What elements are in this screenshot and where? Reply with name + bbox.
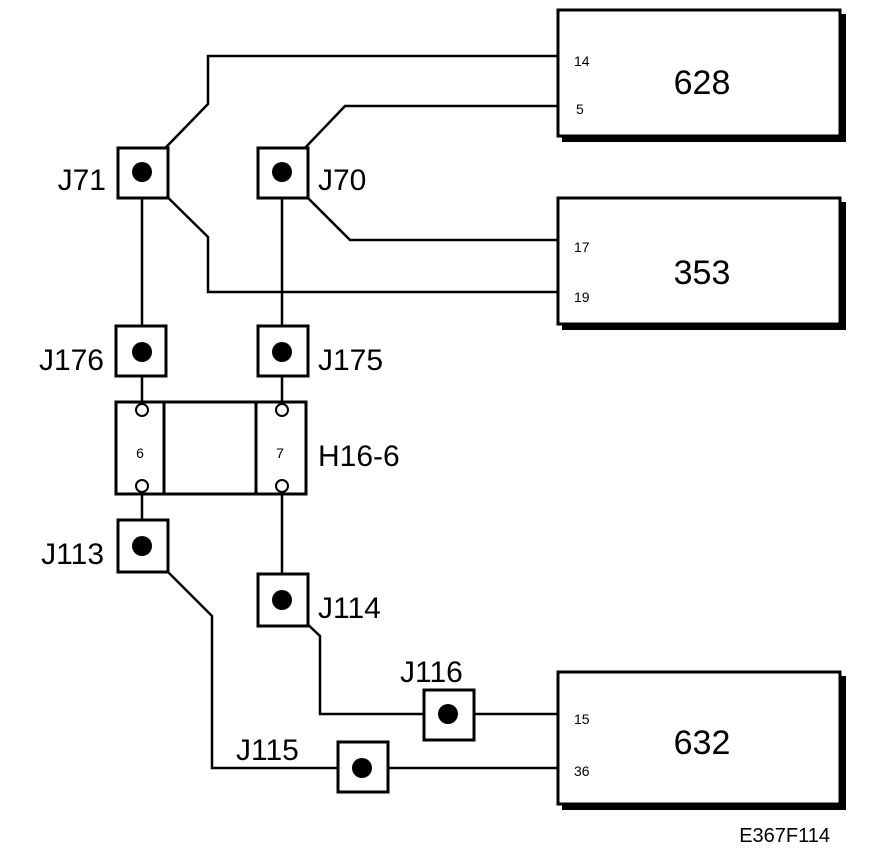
connector-j113-dot [132, 536, 152, 556]
harness-pin-6-label: 6 [136, 445, 144, 461]
connector-j115-dot [352, 758, 372, 778]
wire-j70-628-pin5 [281, 104, 562, 173]
connector-j114: J114 [256, 572, 381, 628]
connector-j176-dot [132, 342, 152, 362]
module-632-box [556, 670, 842, 806]
harness-pin-6-bottom [135, 479, 149, 493]
connector-j176: J176 [39, 324, 168, 378]
connector-j175-dot [272, 342, 292, 362]
connector-j113-label: J113 [41, 538, 104, 571]
harness-pin-6-top [135, 403, 149, 417]
module-353-box [556, 196, 842, 326]
connector-j175-label: J175 [318, 344, 383, 377]
wires [140, 54, 562, 770]
connector-j70: J70 [256, 146, 366, 200]
connector-j70-dot [272, 162, 292, 182]
connector-j70-label: J70 [318, 164, 366, 197]
module-628: 628 14 5 [556, 8, 846, 142]
harness-h16-6: 6 7 H16-6 [114, 400, 400, 496]
wire-j113-j115 [141, 545, 362, 770]
connector-j71-label: J71 [58, 164, 106, 197]
connector-j115-box [336, 740, 390, 794]
harness-pin-7-top [275, 403, 289, 417]
connector-j113: J113 [41, 518, 170, 574]
module-632-pin-15: 15 [574, 711, 590, 727]
figure-id: E367F114 [739, 825, 830, 847]
wire-j71-353-pin19 [141, 171, 562, 294]
connector-j176-label: J176 [39, 344, 104, 377]
connector-j175: J175 [256, 324, 383, 378]
module-628-pin-5: 5 [576, 101, 584, 117]
connector-j114-label: J114 [318, 592, 381, 625]
module-353-pin-19: 19 [574, 289, 590, 305]
module-353-pin-17: 17 [574, 239, 590, 255]
harness-h16-6-box [114, 400, 308, 496]
module-628-pin-14: 14 [574, 53, 590, 69]
connector-j114-dot [272, 590, 292, 610]
module-353: 353 17 19 [556, 196, 846, 330]
harness-h16-6-label: H16-6 [318, 440, 400, 473]
module-632-pin-36: 36 [574, 763, 590, 779]
connector-j71: J71 [58, 146, 170, 200]
connector-j116-label: J116 [400, 656, 463, 689]
wire-j71-628-pin14 [141, 54, 562, 173]
module-632: 632 15 36 [556, 670, 846, 810]
connector-j115: J115 [236, 734, 390, 794]
module-628-label: 628 [674, 64, 731, 102]
module-628-box [556, 8, 842, 138]
module-632-label: 632 [674, 724, 731, 762]
connector-j116: J116 [400, 656, 476, 742]
module-353-label: 353 [674, 254, 731, 292]
connector-j115-label: J115 [236, 734, 299, 767]
connector-j116-dot [438, 704, 458, 724]
harness-pin-7-bottom [275, 479, 289, 493]
connector-j71-dot [132, 162, 152, 182]
harness-pin-7-label: 7 [276, 445, 284, 461]
